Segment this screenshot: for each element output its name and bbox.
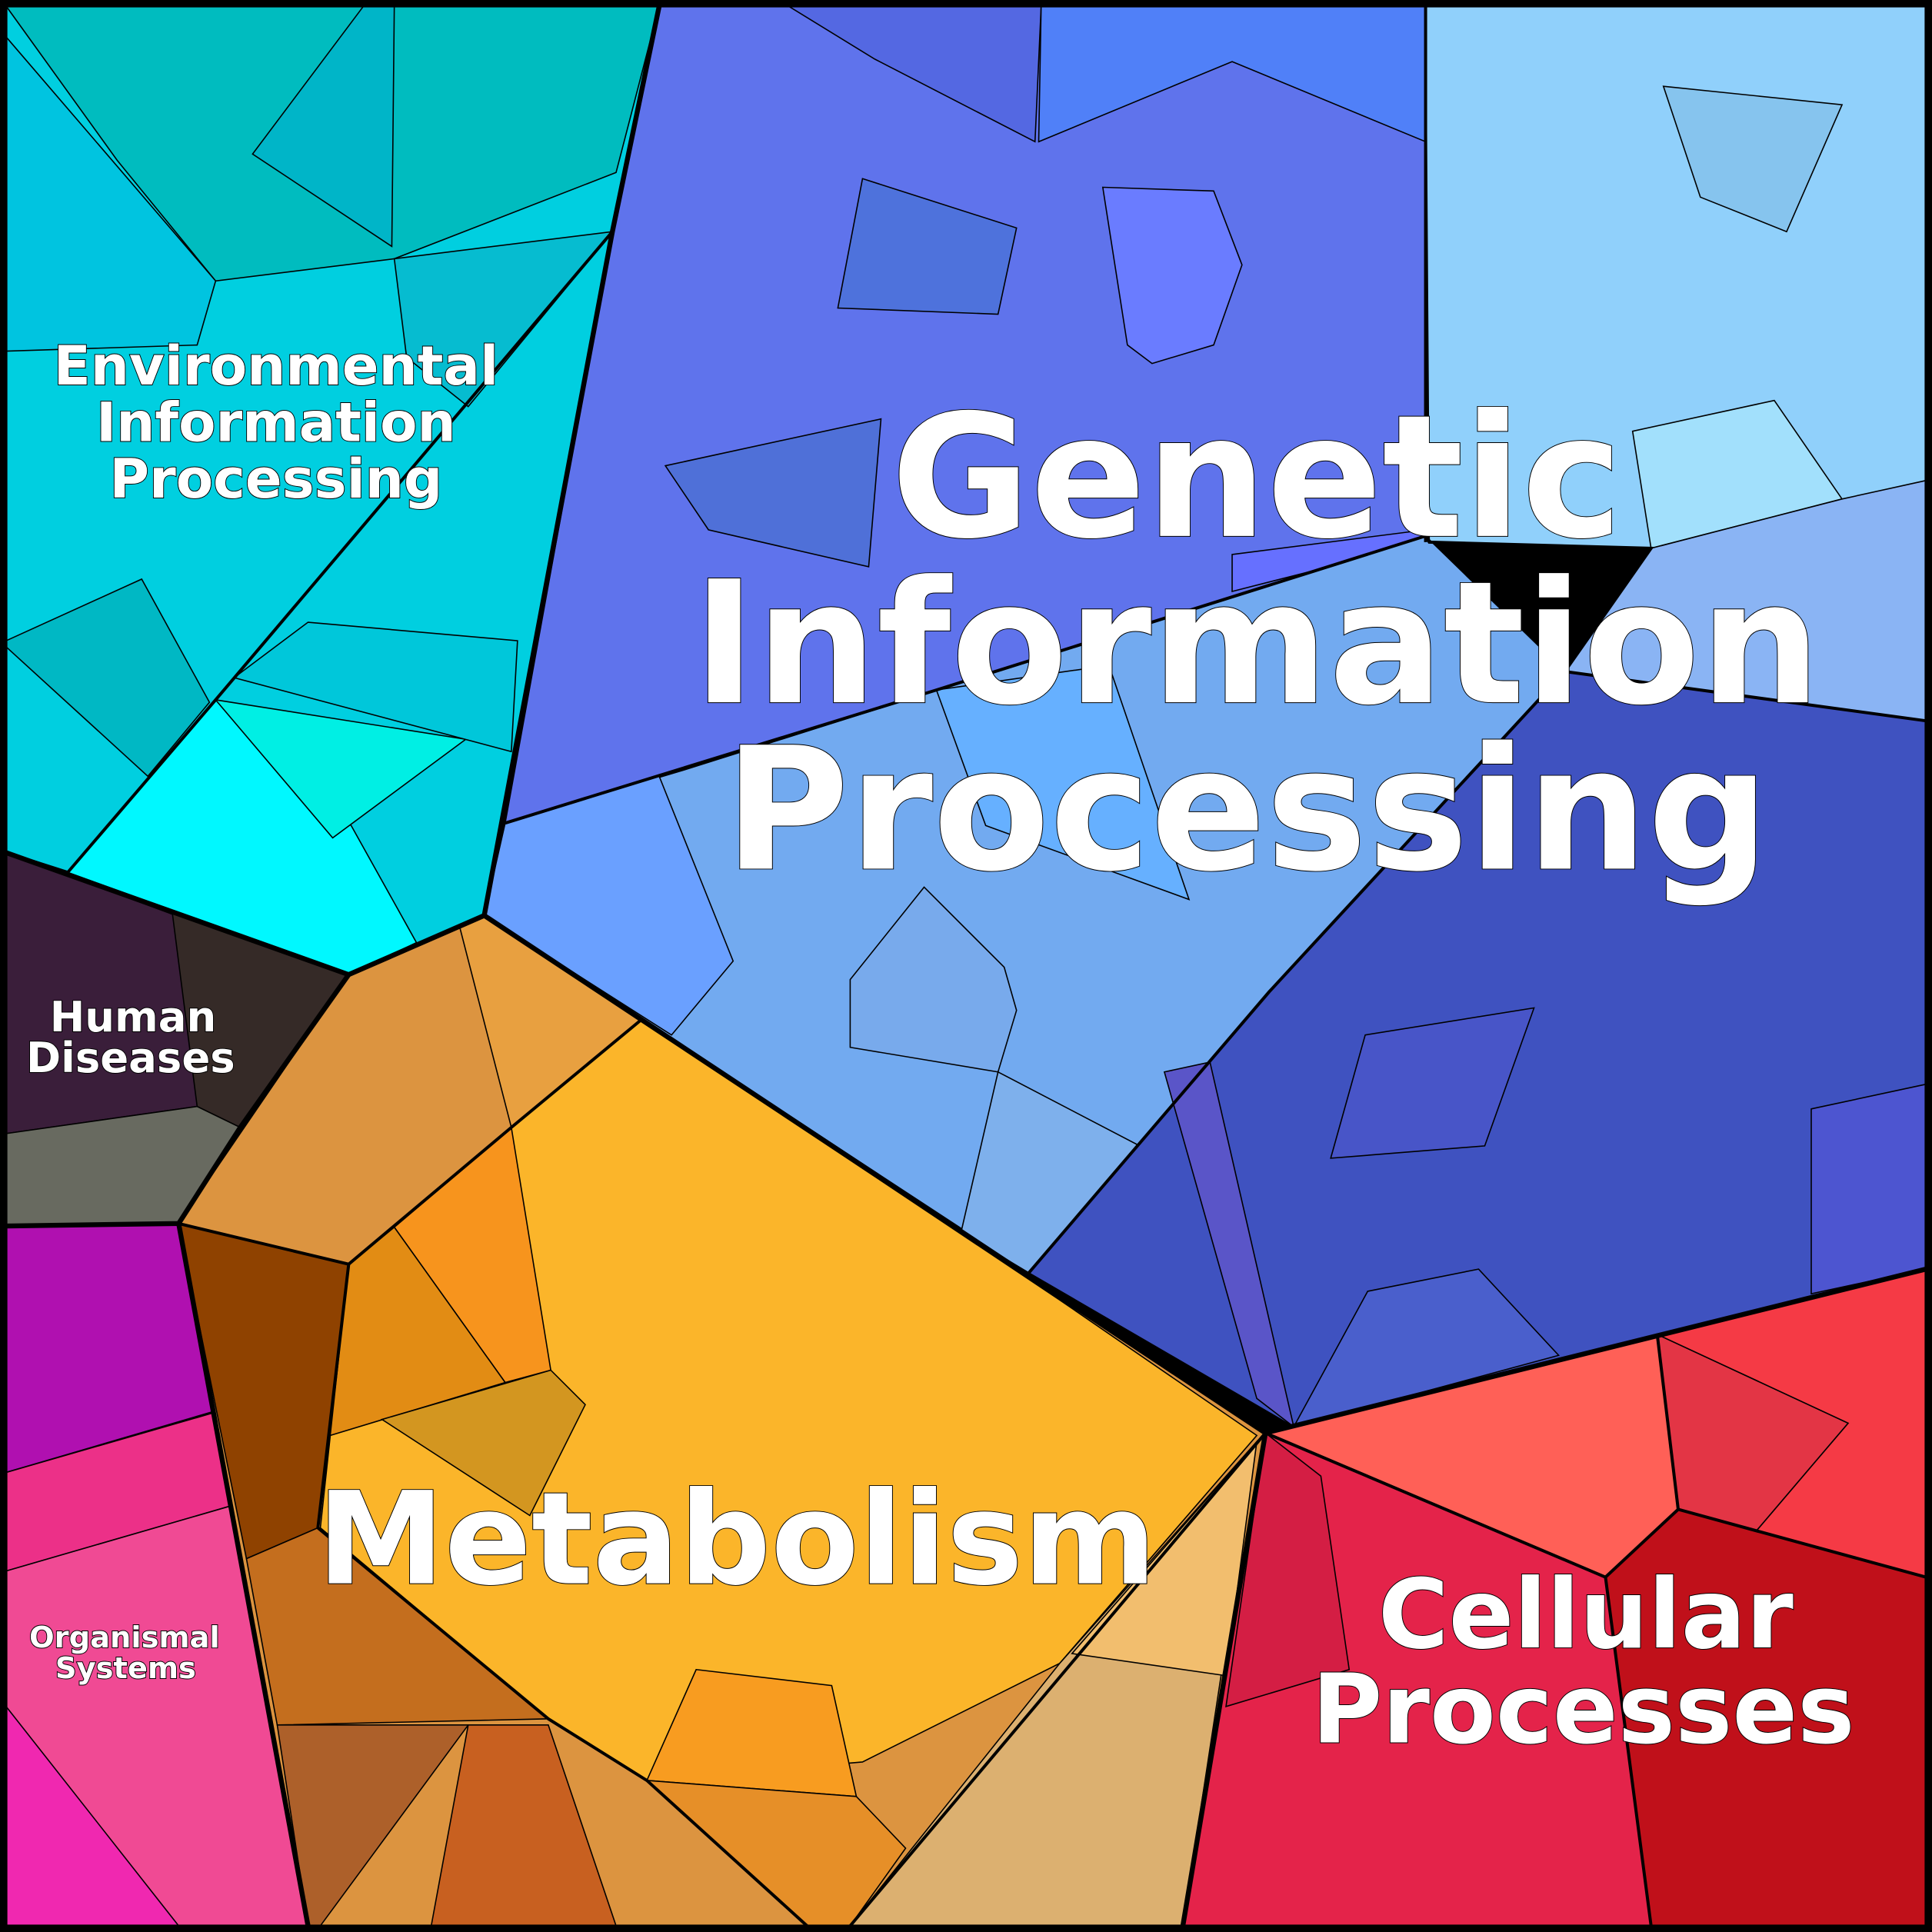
cell[interactable] (1101, 186, 1243, 365)
svg-text:Processing: Processing (724, 711, 1770, 909)
svg-text:Processing: Processing (109, 448, 442, 511)
svg-text:Information: Information (693, 545, 1821, 743)
label-line: Organismal (29, 1621, 220, 1655)
svg-text:Processes: Processes (1312, 1654, 1855, 1765)
region-organismal-systems[interactable] (5, 1223, 309, 1927)
cell[interactable] (232, 621, 518, 753)
label-environmental-information-processing: Environmental Information Processing (53, 334, 499, 511)
svg-text:Genetic: Genetic (891, 379, 1622, 577)
cell[interactable] (380, 1369, 586, 1517)
cell[interactable] (393, 231, 615, 408)
cell[interactable] (1810, 1083, 1927, 1295)
cell[interactable] (849, 886, 1018, 1073)
cell[interactable] (1292, 1268, 1561, 1428)
svg-text:Diseases: Diseases (26, 1033, 235, 1082)
label-line: Systems (55, 1651, 196, 1686)
label-line: Information (96, 391, 456, 455)
region-metabolism[interactable] (178, 914, 1267, 1927)
region-environmental-information-processing[interactable] (5, 5, 661, 976)
label-genetic-information-processing: Genetic Information Processing (692, 378, 1822, 910)
label-line: Metabolism (317, 1465, 1157, 1614)
svg-text:Organismal: Organismal (29, 1621, 220, 1655)
svg-text:Systems: Systems (55, 1651, 196, 1686)
label-organismal-systems: Organismal Systems (28, 1620, 221, 1687)
svg-text:Environmental: Environmental (54, 335, 499, 398)
cell[interactable] (664, 418, 882, 568)
cell[interactable] (214, 698, 468, 839)
label-line: Information (693, 545, 1821, 743)
svg-text:Metabolism: Metabolism (317, 1465, 1157, 1614)
cell[interactable] (935, 665, 1191, 901)
cell[interactable] (837, 178, 1018, 315)
cell[interactable] (1225, 1431, 1351, 1707)
label-line: Processing (109, 448, 442, 511)
region-cellular-processes[interactable] (1182, 1268, 1927, 1927)
cell[interactable] (1662, 85, 1844, 233)
label-line: Processing (724, 711, 1770, 909)
svg-text:Human: Human (50, 992, 217, 1041)
label-line: Diseases (26, 1033, 235, 1082)
label-line: Genetic (891, 379, 1622, 577)
label-human-diseases: Human Diseases (25, 991, 236, 1083)
label-line: Environmental (54, 335, 499, 398)
label-cellular-processes: Cellular Processes (1311, 1558, 1856, 1766)
region-genetic-information-processing[interactable] (483, 5, 1927, 1429)
cell[interactable] (1330, 1007, 1535, 1159)
label-metabolism: Metabolism (316, 1464, 1158, 1615)
svg-text:Cellular: Cellular (1378, 1559, 1794, 1671)
svg-text:Information: Information (96, 391, 456, 455)
label-line: Cellular (1378, 1559, 1794, 1671)
label-line: Processes (1312, 1654, 1855, 1765)
label-line: Human (50, 992, 217, 1041)
